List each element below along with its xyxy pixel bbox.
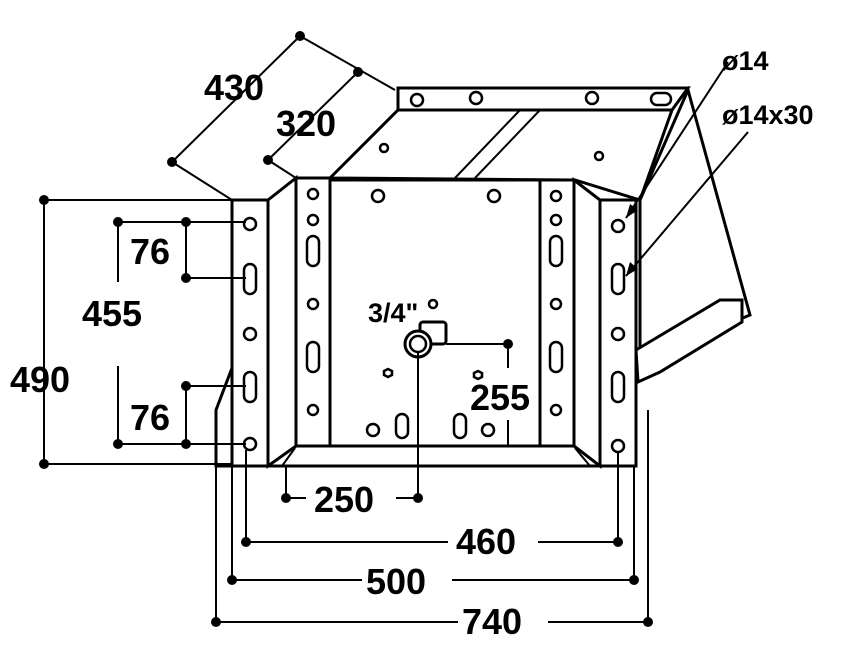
dim-460: 460 (456, 521, 516, 562)
dim-490: 490 (10, 359, 70, 400)
dimension-lines (39, 31, 749, 627)
dim-500: 500 (366, 561, 426, 602)
dim-430: 430 (204, 67, 264, 108)
dim-320: 320 (276, 103, 336, 144)
callout-hole-round: ø14 (722, 46, 769, 76)
dimension-labels: 430 320 490 455 76 76 255 250 460 500 74… (10, 46, 814, 642)
callout-hole-slot: ø14x30 (722, 100, 814, 130)
threaded-fitting (403, 320, 448, 359)
dim-250: 250 (314, 479, 374, 520)
mounting-holes (242, 90, 673, 454)
dim-255: 255 (470, 377, 530, 418)
dim-740: 740 (462, 601, 522, 642)
dim-76-bottom: 76 (130, 397, 170, 438)
dim-76-top: 76 (130, 231, 170, 272)
dim-455: 455 (82, 293, 142, 334)
callout-thread: 3/4" (368, 298, 418, 328)
